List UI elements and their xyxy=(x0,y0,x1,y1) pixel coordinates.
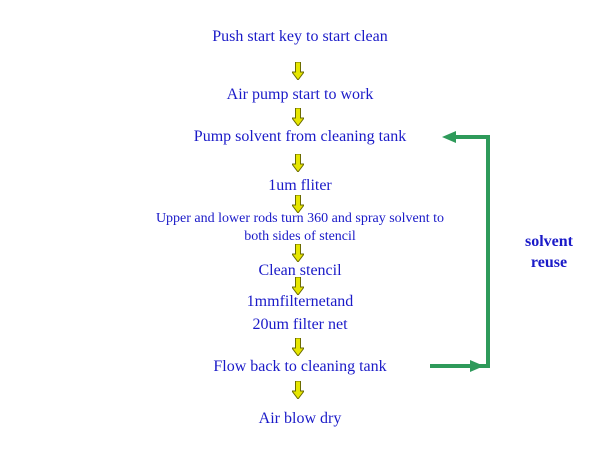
step-flow-back: Flow back to cleaning tank xyxy=(213,358,387,375)
step-clean-stencil: Clean stencil xyxy=(258,262,342,279)
down-arrow-icon xyxy=(292,195,304,213)
down-arrow-icon xyxy=(292,381,304,399)
step-1um-filter: 1um fliter xyxy=(268,177,332,194)
step-pump-solvent: Pump solvent from cleaning tank xyxy=(193,128,407,145)
loop-label-line2: reuse xyxy=(530,254,568,271)
step-filter-net-line2: 20um filter net xyxy=(252,316,348,333)
step-push-start-key: Push start key to start clean xyxy=(212,28,388,45)
down-arrow-icon xyxy=(292,338,304,356)
step-air-blow-dry: Air blow dry xyxy=(258,410,342,427)
step-rods-spray-line2: both sides of stencil xyxy=(244,229,356,244)
step-filter-net-line1: 1mmfilternetand xyxy=(246,293,354,310)
down-arrow-icon xyxy=(292,154,304,172)
down-arrow-icon xyxy=(292,62,304,80)
step-air-pump-start: Air pump start to work xyxy=(226,86,374,103)
down-arrow-icon xyxy=(292,244,304,262)
down-arrow-icon xyxy=(292,108,304,126)
loop-label-line1: solvent xyxy=(525,233,573,250)
down-arrow-icon xyxy=(292,277,304,295)
step-rods-spray-line1: Upper and lower rods turn 360 and spray … xyxy=(155,211,445,226)
